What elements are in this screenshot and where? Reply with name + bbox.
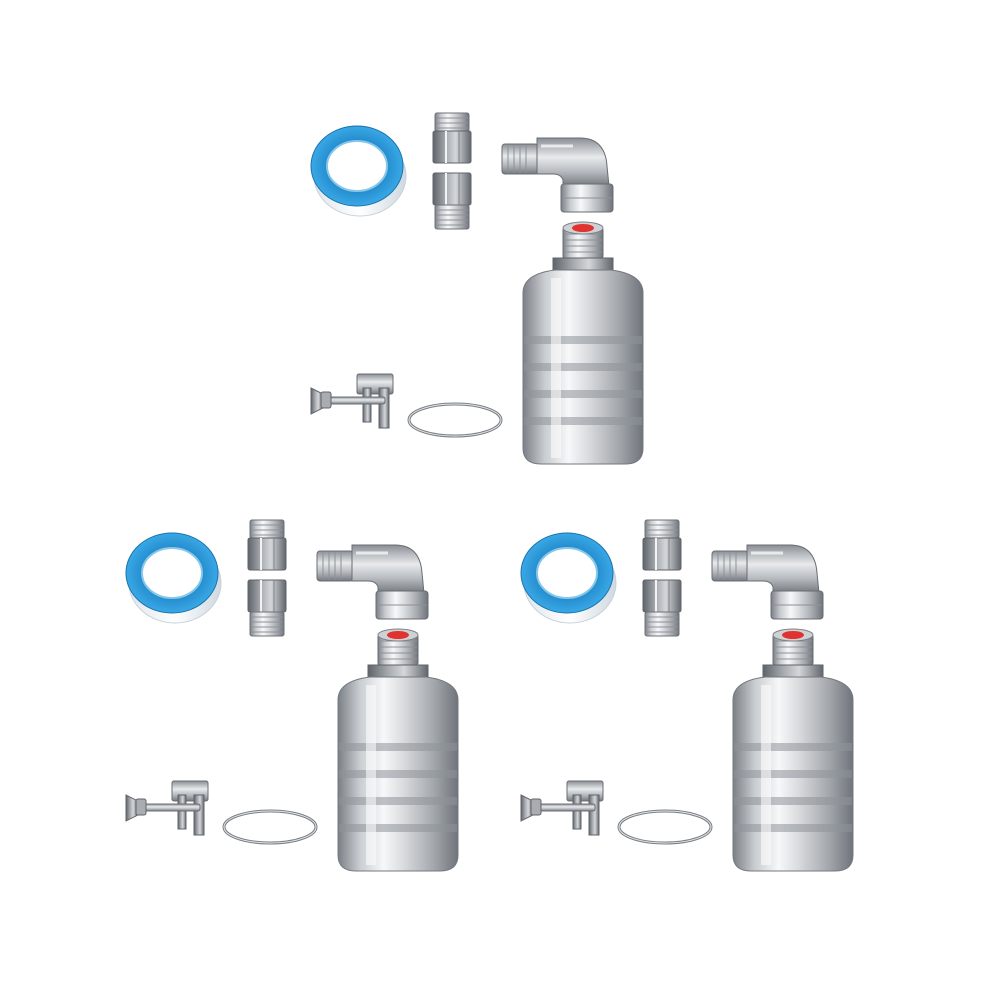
valve-kit-bottom-left (120, 515, 520, 875)
valve-kit-bottom-right (515, 515, 915, 875)
valve-kit-illustration (124, 518, 460, 873)
valve-kit-illustration (309, 111, 645, 466)
valve-kit-illustration (519, 518, 855, 873)
valve-kit-top (305, 108, 705, 468)
